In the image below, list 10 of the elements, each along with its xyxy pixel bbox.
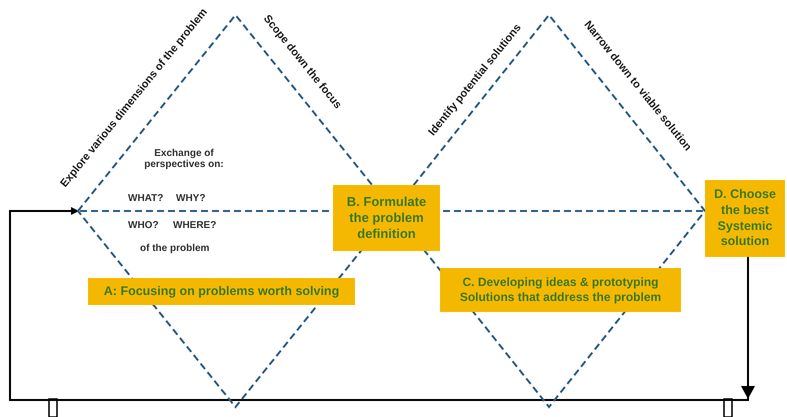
perspectives-heading: Exchange of perspectives on: bbox=[143, 148, 225, 170]
stage-box: D. Choose the best Systemic solution bbox=[705, 180, 785, 257]
question-word: WHAT? bbox=[128, 193, 164, 204]
stage-box: C. Developing ideas & prototyping Solutions that address the problem bbox=[440, 268, 681, 312]
question-word: WHERE? bbox=[173, 220, 216, 231]
stage-box: B. Formulate the problem definition bbox=[333, 185, 440, 251]
stage-box: A: Focusing on problems worth solving bbox=[88, 278, 355, 305]
question-word: WHO? bbox=[128, 220, 159, 231]
question-word: WHY? bbox=[176, 193, 206, 204]
problem-text: of the problem bbox=[140, 243, 210, 254]
